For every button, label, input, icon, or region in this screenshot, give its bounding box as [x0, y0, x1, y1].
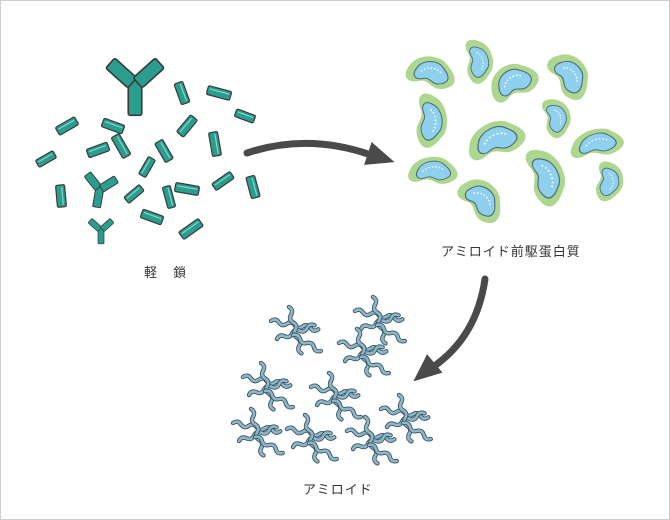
amyloid-strand — [290, 332, 323, 354]
amyloid-strand — [248, 406, 266, 458]
precursor-label: アミロイド前駆蛋白質 — [441, 245, 581, 260]
precursor-blob — [468, 121, 526, 161]
light-chain-segment — [123, 184, 145, 204]
light-chain-segment — [100, 117, 126, 135]
light-chain-segment — [174, 182, 200, 196]
light-chain-segment — [154, 139, 174, 163]
light-chain-label: 軽 鎖 — [144, 266, 193, 281]
light-chain-segment — [138, 156, 156, 178]
light-chain-segment — [176, 114, 198, 138]
precursor-cluster — [405, 39, 624, 223]
light-chain-segment — [245, 174, 261, 200]
light-chain-segment — [55, 116, 79, 136]
amyloid-strand — [396, 392, 414, 444]
amyloid-strand — [286, 304, 304, 356]
arrows-group — [243, 140, 489, 382]
light-chain-segment — [173, 80, 191, 106]
light-chain-segment — [208, 131, 222, 157]
precursor-blob — [525, 149, 565, 207]
light-chain-segment — [85, 141, 111, 159]
amyloid-strand — [400, 420, 433, 442]
light-chain-segment — [205, 85, 233, 101]
amyloid-strand — [306, 440, 339, 462]
precursor-blob — [547, 54, 588, 100]
amyloid-strand — [262, 388, 295, 410]
light-chain-y-shape — [87, 218, 115, 245]
light-chain-segment — [111, 133, 131, 159]
amyloid-strand — [370, 294, 388, 346]
curved-arrow — [243, 140, 395, 165]
precursor-blob — [570, 128, 624, 158]
light-chain-y-shape — [84, 171, 119, 209]
light-chain-segment — [55, 184, 67, 208]
light-chain-cluster — [35, 58, 261, 245]
amyloid-strand — [330, 398, 363, 420]
precursor-blob — [541, 99, 571, 139]
light-chain-y-shape — [105, 58, 165, 117]
light-chain-segment — [178, 218, 204, 240]
light-chain-segment — [162, 185, 176, 209]
light-chain-segment — [139, 208, 165, 226]
amyloid-strand — [252, 434, 285, 456]
amyloid-strand — [302, 412, 320, 464]
amyloid-strand — [366, 442, 399, 464]
amyloid-strand — [258, 360, 276, 412]
precursor-blob — [416, 93, 448, 148]
light-chain-segment — [35, 150, 57, 168]
amyloid-label: アミロイド — [303, 483, 373, 498]
precursor-blob — [465, 39, 494, 84]
amyloid-strand — [358, 354, 391, 376]
precursor-blob — [457, 179, 501, 223]
curved-arrow — [413, 275, 489, 382]
amyloid-strand — [362, 414, 380, 466]
precursor-blob — [405, 56, 455, 90]
amyloid-strand — [374, 322, 407, 344]
amyloid-strand — [354, 326, 372, 378]
light-chain-segment — [234, 108, 256, 124]
light-chain-segment — [211, 171, 235, 191]
precursor-blob — [595, 161, 624, 202]
amyloid-cluster — [230, 294, 433, 466]
precursor-blob — [491, 63, 539, 103]
precursor-blob — [408, 156, 458, 184]
amyloid-strand — [326, 370, 344, 422]
